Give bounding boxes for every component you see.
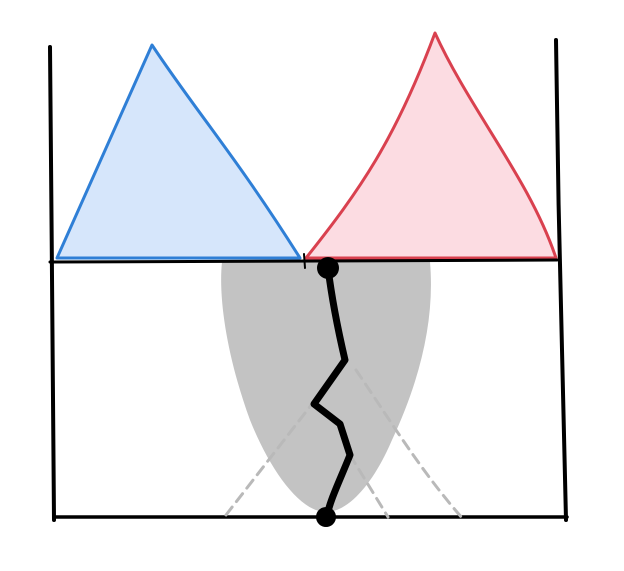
- bottom-endpoint-dot: [316, 507, 336, 527]
- left-triangle: [55, 43, 302, 260]
- top-endpoint-dot: [317, 257, 339, 279]
- frame-right-line: [554, 38, 568, 522]
- endpoint-dots: [316, 257, 339, 527]
- dashed-lines: [224, 368, 465, 521]
- junction-tick: [303, 253, 306, 269]
- right-triangle: [304, 31, 558, 260]
- frame-left-line: [48, 45, 56, 522]
- crack-path: [310, 264, 354, 520]
